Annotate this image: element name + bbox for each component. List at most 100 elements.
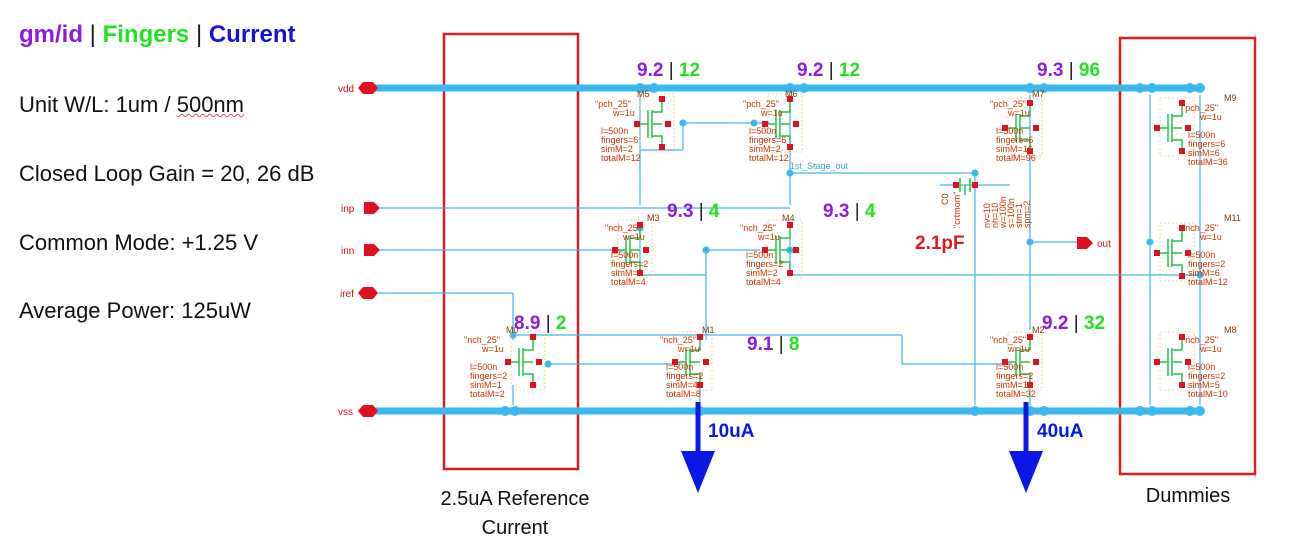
svg-text:l=500n: l=500n: [996, 362, 1023, 372]
svg-text:w=1u: w=1u: [677, 344, 700, 354]
legend: gm/id | Fingers | Current: [19, 21, 296, 49]
svg-text:totalM=10: totalM=10: [1188, 389, 1228, 399]
annotation-1: 9.2 | 12: [797, 60, 860, 81]
svg-text:M2: M2: [1032, 325, 1045, 335]
svg-text:s=100n: s=100n: [1006, 198, 1016, 228]
svg-text:fingers=2: fingers=2: [1188, 259, 1225, 269]
svg-text:w=1u: w=1u: [622, 232, 645, 242]
device-label-m0: M0"nch_25"w=1ul=500nfingers=2simM=1total…: [464, 325, 519, 399]
power-note: Average Power: 125uW: [19, 298, 251, 323]
svg-text:"pch_25": "pch_25": [743, 99, 779, 109]
svg-text:w=1u: w=1u: [1199, 232, 1222, 242]
wires: [378, 95, 1201, 405]
svg-text:fingers=2: fingers=2: [611, 259, 648, 269]
svg-text:totalM=12: totalM=12: [749, 153, 789, 163]
svg-text:w=100n: w=100n: [998, 196, 1008, 229]
annotation-2: 9.3 | 96: [1037, 60, 1100, 81]
current-40ua-label: 40uA: [1037, 421, 1084, 442]
svg-text:simM=2: simM=2: [601, 144, 633, 154]
svg-text:w=1u: w=1u: [1007, 344, 1030, 354]
svg-text:l=500n: l=500n: [1188, 362, 1215, 372]
svg-text:"nch_25": "nch_25": [464, 335, 500, 345]
device-labels: M5"pch_25"w=1ul=500nfingers=6simM=2total…: [464, 89, 1241, 399]
cap-params: nv=10 nh=10 w=100n s=100n stm=1 spm=2: [982, 196, 1032, 229]
current-arrow-40ua: 40uA: [1009, 402, 1084, 493]
svg-text:fingers=2: fingers=2: [1188, 371, 1225, 381]
svg-text:simM=5: simM=5: [1188, 380, 1220, 390]
annotation-0: 9.2 | 12: [637, 60, 700, 81]
capacitor-value: 2.1pF: [915, 233, 965, 254]
svg-text:w=1u: w=1u: [757, 232, 780, 242]
svg-text:"pch_25": "pch_25": [990, 99, 1026, 109]
svg-text:l=500n: l=500n: [470, 362, 497, 372]
device-label-m5: M5"pch_25"w=1ul=500nfingers=6simM=2total…: [595, 89, 650, 163]
pin-inp: inp: [341, 202, 380, 215]
svg-text:simM=1: simM=1: [470, 380, 502, 390]
svg-text:M5: M5: [637, 89, 650, 99]
unit-wl-length: 500nm: [176, 92, 244, 117]
svg-text:simM=2: simM=2: [611, 268, 643, 278]
svg-text:fingers=2: fingers=2: [996, 371, 1033, 381]
pin-inn: inn: [341, 244, 380, 257]
svg-text:nh=10: nh=10: [990, 203, 1000, 228]
svg-text:M8: M8: [1224, 325, 1237, 335]
svg-text:simM=6: simM=6: [1188, 148, 1220, 158]
svg-text:M4: M4: [782, 213, 795, 223]
svg-text:l=500n: l=500n: [1188, 130, 1215, 140]
svg-text:"nch_25": "nch_25": [605, 223, 641, 233]
svg-text:fingers=6: fingers=6: [1188, 139, 1225, 149]
svg-text:simM=6: simM=6: [1188, 268, 1220, 278]
current-arrow-10ua: 10uA: [681, 402, 755, 493]
device-label-m4: M4"nch_25"w=1ul=500nfingers=2simM=2total…: [740, 213, 795, 287]
svg-text:M7: M7: [1032, 89, 1045, 99]
svg-text:simM=4: simM=4: [666, 380, 698, 390]
legend-current: Current: [208, 21, 296, 48]
reference-caption: 2.5uA Reference Current: [440, 488, 590, 539]
svg-text:w=1u: w=1u: [481, 344, 504, 354]
pin-vdd: vdd: [338, 82, 378, 95]
annotation-7: 9.2 | 32: [1042, 313, 1105, 334]
svg-text:out: out: [1097, 239, 1111, 250]
pin-vss: vss: [338, 405, 378, 418]
svg-text:simM=2: simM=2: [749, 144, 781, 154]
svg-text:fingers=6: fingers=6: [996, 135, 1033, 145]
device-label-m2: M2"nch_25"w=1ul=500nfingers=2simM=16tota…: [990, 325, 1045, 399]
svg-text:C0: C0: [940, 193, 950, 205]
current-10ua-label: 10uA: [708, 421, 755, 442]
svg-text:"crtmom": "crtmom": [952, 192, 962, 228]
annotation-4: 9.3 | 4: [823, 201, 876, 222]
svg-text:fingers=2: fingers=2: [470, 371, 507, 381]
svg-text:l=500n: l=500n: [601, 126, 628, 136]
svg-text:"nch_25": "nch_25": [1182, 335, 1218, 345]
svg-text:"nch_25": "nch_25": [1182, 223, 1218, 233]
svg-text:simM=16: simM=16: [996, 380, 1033, 390]
svg-text:vss: vss: [338, 407, 353, 418]
legend-gm-id: gm/id: [19, 21, 83, 48]
svg-text:w=1u: w=1u: [1199, 344, 1222, 354]
dummies-caption: Dummies: [1145, 485, 1231, 507]
svg-text:M9: M9: [1224, 93, 1237, 103]
svg-text:l=500n: l=500n: [1188, 250, 1215, 260]
first-stage-out-label: 1st_Stage_out: [790, 161, 849, 171]
svg-text:totalM=32: totalM=32: [996, 389, 1036, 399]
svg-text:totalM=2: totalM=2: [470, 389, 505, 399]
svg-text:l=500n: l=500n: [749, 126, 776, 136]
svg-text:l=500n: l=500n: [666, 362, 693, 372]
svg-text:l=500n: l=500n: [746, 250, 773, 260]
pin-out: out: [1077, 237, 1111, 250]
device-label-m6: M6"pch_25"w=1ul=500nfingers=6simM=2total…: [743, 89, 798, 163]
svg-text:totalM=12: totalM=12: [601, 153, 641, 163]
reference-current-box: [442, 32, 580, 471]
device-label-m3: M3"nch_25"w=1ul=500nfingers=2simM=2total…: [605, 213, 660, 287]
common-mode-note: Common Mode: +1.25 V: [19, 230, 259, 255]
svg-text:M3: M3: [647, 213, 660, 223]
device-label-m8: M8 "nch_25"w=1u l=500nfingers=2simM=5total…: [1182, 325, 1237, 399]
dummies-box: [1118, 36, 1257, 476]
svg-text:stm=1: stm=1: [1014, 203, 1024, 228]
svg-text:"pch_25": "pch_25": [1182, 103, 1218, 113]
svg-text:totalM=4: totalM=4: [611, 277, 646, 287]
legend-separator: |: [89, 21, 96, 48]
svg-text:M6: M6: [785, 89, 798, 99]
annotation-6: 9.1 | 8: [747, 334, 800, 355]
